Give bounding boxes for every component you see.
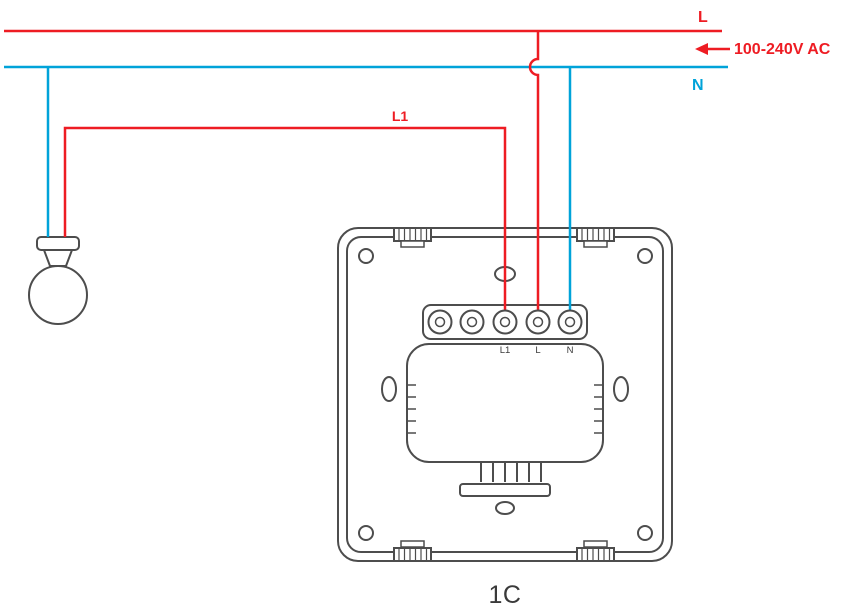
bulb-glass bbox=[28, 265, 88, 325]
mount-tab-hatch bbox=[398, 229, 428, 240]
side-slot-left bbox=[381, 376, 397, 402]
terminal-label-n: N bbox=[567, 345, 574, 356]
terminal-screw-center bbox=[564, 316, 576, 328]
dark-labels: L1 L N 1C bbox=[489, 345, 574, 609]
side-slot-right bbox=[613, 376, 629, 402]
switch-plate bbox=[337, 227, 673, 562]
mount-tab-inner bbox=[583, 240, 608, 248]
terminal-screw-center bbox=[499, 316, 511, 328]
mount-tab-inner bbox=[400, 540, 425, 548]
l1-switched-wire bbox=[63, 126, 507, 311]
bulb-cap bbox=[36, 236, 80, 251]
mount-tab bbox=[576, 547, 615, 562]
module-ribs bbox=[407, 384, 603, 434]
terminal-block bbox=[427, 309, 583, 335]
voltage-arrowhead bbox=[695, 43, 708, 55]
mount-tab-hatch bbox=[398, 549, 428, 560]
neutral-labels: N bbox=[692, 77, 704, 94]
mount-tab-inner bbox=[583, 540, 608, 548]
module-base bbox=[459, 483, 551, 497]
live-label: L bbox=[698, 9, 708, 26]
neutral-wires bbox=[4, 65, 728, 311]
bottom-keyhole bbox=[495, 501, 515, 515]
diagram-caption: 1C bbox=[489, 581, 522, 609]
terminal-label-l: L bbox=[535, 345, 540, 356]
module-vent-comb bbox=[473, 461, 549, 482]
mount-tab-hatch bbox=[581, 549, 611, 560]
l1-wire-label: L1 bbox=[392, 108, 409, 124]
terminal-screw-center bbox=[466, 316, 478, 328]
light-bulb bbox=[28, 236, 88, 325]
terminal-screw-center bbox=[434, 316, 446, 328]
mount-tab bbox=[393, 547, 432, 562]
bulb-neck bbox=[42, 249, 74, 267]
corner-screw bbox=[358, 248, 374, 264]
module-body bbox=[406, 343, 604, 463]
corner-screw bbox=[637, 525, 653, 541]
live-labels: L 100-240V AC L1 bbox=[392, 9, 831, 124]
corner-screw bbox=[358, 525, 374, 541]
mount-tab-inner bbox=[400, 240, 425, 248]
voltage-label: 100-240V AC bbox=[734, 41, 831, 58]
neutral-label: N bbox=[692, 77, 704, 94]
mount-tab-hatch bbox=[581, 229, 611, 240]
live-drop-wire bbox=[528, 31, 540, 311]
corner-screw bbox=[637, 248, 653, 264]
terminal-screw-center bbox=[532, 316, 544, 328]
terminal-label-l1: L1 bbox=[500, 345, 511, 356]
live-wires bbox=[4, 29, 730, 311]
